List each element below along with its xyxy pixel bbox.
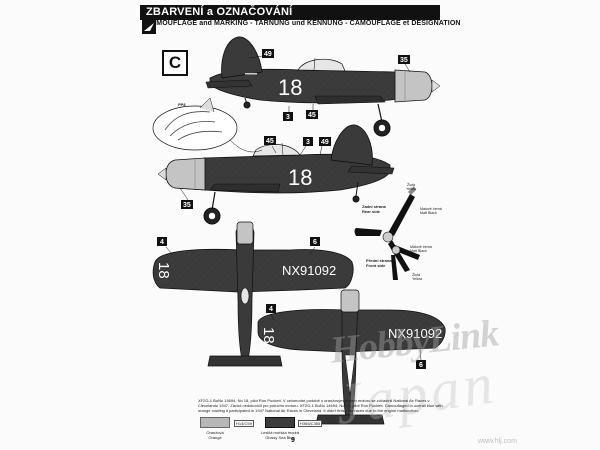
- swatch-label-orange-cz: Oranžová: [206, 430, 224, 435]
- caption-text: XF2G-1 BuNo 14694, No 18, pilot Ron Puck…: [198, 398, 443, 413]
- callout-6: 3: [306, 139, 310, 146]
- callout-boxes: 49 35 3 45 45 3 49 35 4: [157, 49, 426, 369]
- callout-pp8: PP8: [178, 102, 186, 107]
- callout-12: 6: [419, 362, 423, 369]
- wing-registration-bottom: NX91092: [388, 326, 442, 341]
- callout-11: 4: [269, 306, 273, 313]
- prop-rear-cz: Zadní strana: [362, 204, 387, 209]
- prop-black-cz-1: Matově černá: [420, 207, 442, 211]
- swatch-sea-blue: [265, 417, 295, 428]
- propeller-diagram: Žlutá Yellow Matově černá Matt Black Zad…: [354, 182, 442, 281]
- plan-view-top: 18 NX91092: [152, 221, 354, 367]
- prop-black-cz-2: Matově černá: [410, 245, 432, 249]
- swatch-label-sea-blue-cz: Lesklá mořská modrá: [260, 430, 300, 435]
- swatch-orange: [200, 417, 230, 428]
- prop-front-en: Front side: [366, 263, 386, 268]
- prop-black-en-2: Matt Black: [410, 249, 427, 253]
- swatch-label-orange-en: Orange: [208, 435, 222, 440]
- callout-4: 45: [308, 112, 316, 119]
- callout-10: 6: [313, 239, 317, 246]
- callout-3: 3: [286, 114, 290, 121]
- detail-inset: PP8: [152, 97, 263, 153]
- wing-number-top: 18: [155, 262, 172, 279]
- callout-9: 4: [160, 239, 164, 246]
- fuselage-number-right: 18: [288, 165, 312, 190]
- prop-front-cz: Přední strana: [366, 258, 392, 263]
- callout-1: 49: [264, 51, 272, 58]
- prop-tip-en-1: Yellow: [406, 187, 417, 191]
- prop-tip-cz-1: Žlutá: [407, 182, 415, 187]
- profile-left-side: 18: [205, 36, 441, 137]
- fuselage-number-left: 18: [278, 75, 302, 100]
- callout-7: 49: [321, 139, 329, 146]
- swatch-label-sea-blue: Lesklá mořská modrá Glossy Sea Blue: [260, 430, 300, 440]
- callout-8: 35: [183, 202, 191, 209]
- sheet-subtitle: CAMOUFLAGE and MARKING - TARNUNG und KEN…: [146, 20, 461, 27]
- page-number: 9: [291, 437, 295, 444]
- swatch-code-sea-blue: H365/C365: [298, 420, 323, 427]
- swatch-label-sea-blue-en: Glossy Sea Blue: [265, 435, 295, 440]
- wing-registration-top: NX91092: [282, 263, 336, 278]
- profile-right-side: 18: [157, 124, 395, 225]
- callout-5: 45: [266, 138, 274, 145]
- callout-2: 35: [400, 57, 408, 64]
- brand-logo-icon: [142, 20, 156, 34]
- prop-rear-en: Rear side: [362, 209, 381, 214]
- swatch-code-orange: H14/C59: [234, 420, 254, 427]
- wing-number-bottom: 18: [260, 327, 277, 344]
- variant-letter: C: [162, 50, 188, 76]
- plan-view-bottom: 18 NX91092: [257, 289, 446, 425]
- swatch-label-orange: Oranžová Orange: [195, 430, 235, 440]
- prop-tip-en-2: Yellow: [412, 277, 423, 281]
- sheet-title: ZBARVENÍ a OZNAČOVÁNÍ: [140, 5, 440, 20]
- prop-black-en-1: Matt Black: [420, 211, 437, 215]
- prop-tip-cz-2: Žlutá: [412, 272, 420, 277]
- watermark-url: www.hlj.com: [478, 438, 517, 445]
